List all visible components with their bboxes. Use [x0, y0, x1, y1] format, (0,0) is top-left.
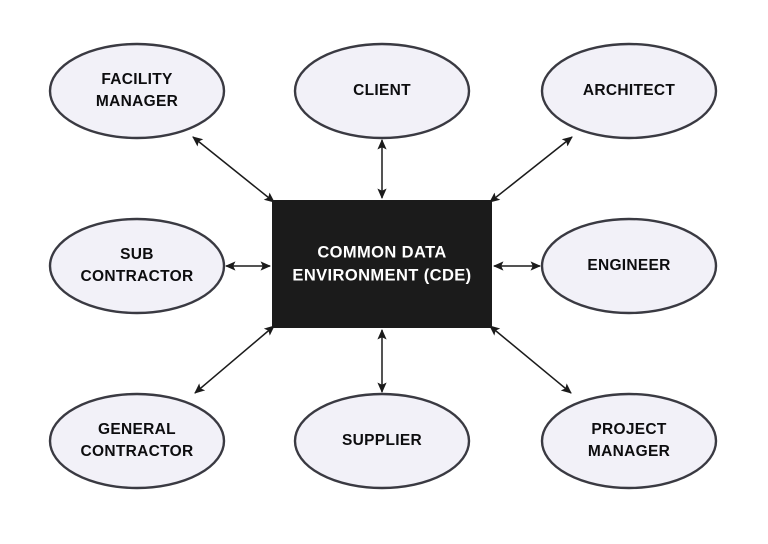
- node-label-engineer-line-1: ENGINEER: [587, 257, 670, 274]
- node-label-general-contractor-line-1: GENERAL: [98, 421, 176, 438]
- connector-cde-general-contractor: [194, 325, 275, 394]
- bidirectional-arrow-icon: [194, 325, 275, 394]
- node-label-client-line-1: CLIENT: [353, 82, 411, 99]
- node-supplier[interactable]: SUPPLIER: [293, 392, 471, 490]
- bidirectional-arrow-icon: [192, 136, 275, 203]
- bidirectional-arrow-icon: [489, 325, 572, 394]
- node-ellipse-architect[interactable]: [540, 42, 718, 140]
- node-label-sub-contractor-line-2: CONTRACTOR: [81, 268, 194, 285]
- node-label-facility-manager-line-2: MANAGER: [96, 93, 178, 110]
- hub-rectangle[interactable]: [272, 200, 492, 328]
- connector-cde-project-manager: [489, 325, 572, 394]
- hub-label-line-2: ENVIRONMENT (CDE): [292, 266, 471, 284]
- connector-cde-facility-manager: [192, 136, 275, 203]
- node-ellipse-engineer[interactable]: [540, 217, 718, 315]
- node-project-manager[interactable]: PROJECT MANAGER: [540, 392, 718, 490]
- node-ellipse-client[interactable]: [293, 42, 471, 140]
- node-ellipse-general-contractor[interactable]: [48, 392, 226, 490]
- hub-layer: COMMON DATA ENVIRONMENT (CDE): [272, 200, 492, 328]
- node-ellipse-facility-manager[interactable]: [48, 42, 226, 140]
- node-label-sub-contractor-line-1: SUB: [120, 246, 154, 263]
- node-ellipse-sub-contractor[interactable]: [48, 217, 226, 315]
- node-general-contractor[interactable]: GENERAL CONTRACTOR: [48, 392, 226, 490]
- node-engineer[interactable]: ENGINEER: [540, 217, 718, 315]
- node-client[interactable]: CLIENT: [293, 42, 471, 140]
- hub-label-line-1: COMMON DATA: [317, 243, 446, 261]
- node-label-project-manager-line-2: MANAGER: [588, 443, 670, 460]
- node-ellipse-project-manager[interactable]: [540, 392, 718, 490]
- node-facility-manager[interactable]: FACILITY MANAGER: [48, 42, 226, 140]
- node-label-supplier-line-1: SUPPLIER: [342, 432, 422, 449]
- nodes-layer: FACILITY MANAGER CLIENT ARCHITECT SUB CONTRAC…: [48, 42, 718, 490]
- node-ellipse-supplier[interactable]: [293, 392, 471, 490]
- node-label-project-manager-line-1: PROJECT: [591, 421, 667, 438]
- hub-node-common-data-environment[interactable]: COMMON DATA ENVIRONMENT (CDE): [272, 200, 492, 328]
- node-sub-contractor[interactable]: SUB CONTRACTOR: [48, 217, 226, 315]
- bidirectional-arrow-icon: [489, 136, 573, 203]
- node-label-architect-line-1: ARCHITECT: [583, 82, 675, 99]
- connectors-layer: [192, 136, 573, 394]
- node-architect[interactable]: ARCHITECT: [540, 42, 718, 140]
- node-label-facility-manager-line-1: FACILITY: [101, 71, 173, 88]
- node-label-general-contractor-line-2: CONTRACTOR: [81, 443, 194, 460]
- connector-cde-architect: [489, 136, 573, 203]
